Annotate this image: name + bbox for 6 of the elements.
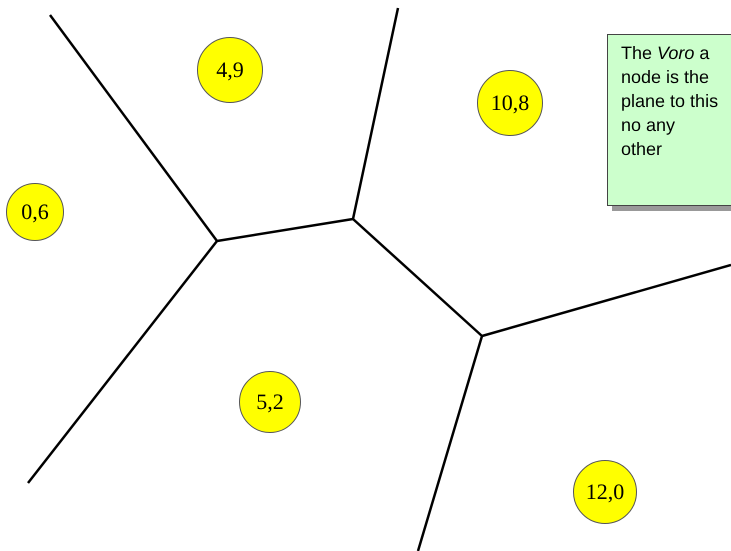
coordinate-label: 10,8 (490, 90, 530, 116)
coordinate-label: 0,6 (21, 199, 49, 225)
note-text: The Voro a node is the plane to this no any other (621, 42, 720, 161)
coordinate-label: 5,2 (256, 389, 284, 415)
coordinate-label: 12,0 (586, 479, 624, 505)
coordinate-label: 4,9 (216, 57, 244, 83)
